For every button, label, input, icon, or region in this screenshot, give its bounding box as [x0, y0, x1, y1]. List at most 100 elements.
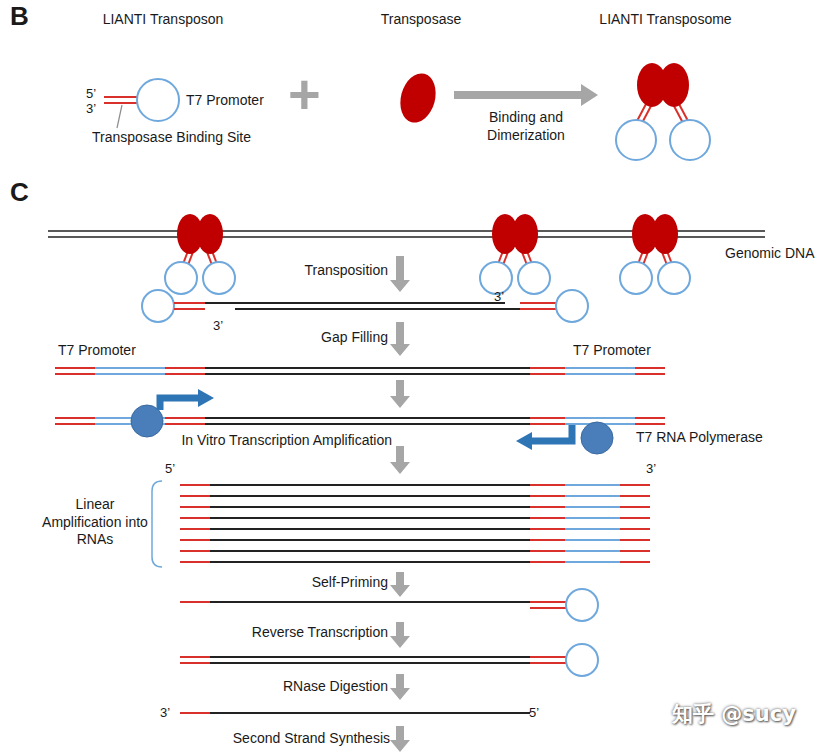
- transposase-drawing: [395, 69, 441, 126]
- rna-copies: [180, 507, 650, 508]
- plus-sign: +: [288, 66, 321, 122]
- node-heading: LIANTI Transposon: [103, 10, 224, 28]
- step-arrows: [390, 256, 410, 292]
- connector-label: Binding and Dimerization: [476, 108, 576, 144]
- cdna-strand: [180, 712, 210, 714]
- rna-copies: [180, 496, 650, 497]
- rna-copies: [180, 485, 650, 562]
- transposome-symbol: [480, 214, 550, 294]
- transposed-fragment: [556, 290, 588, 322]
- strand-end: 3’: [494, 289, 504, 305]
- rt-duplex: [180, 662, 210, 664]
- part-label: T7 Promoter: [186, 92, 264, 110]
- self-primed-rna: [210, 601, 530, 603]
- step-label: Second Strand Synthesis: [233, 730, 390, 748]
- strand-end: 3’: [160, 705, 170, 721]
- arrow-head: [581, 84, 598, 106]
- self-primed-rna: [180, 589, 598, 621]
- step-arrows: [390, 446, 410, 474]
- step-arrows: [390, 674, 410, 700]
- step-label: Self-Priming: [312, 574, 388, 592]
- rt-duplex: [180, 644, 598, 676]
- part-label: T7 Promoter: [573, 342, 651, 360]
- t7-rna-polymerase: [131, 389, 613, 454]
- panel-letter: C: [10, 176, 29, 209]
- part-label: Genomic DNA: [725, 245, 814, 263]
- step-arrows: [390, 380, 410, 408]
- transposed-fragment: [174, 308, 205, 310]
- step-arrows: [390, 322, 410, 356]
- panel-letter: B: [10, 0, 29, 33]
- transposon-drawing: [137, 79, 179, 121]
- t7-rna-polymerase: [530, 425, 572, 441]
- part-label: Transposase Binding Site: [92, 129, 251, 147]
- rt-duplex: [210, 656, 530, 658]
- rna-copies: [180, 551, 650, 552]
- transposed-fragment: [235, 308, 520, 310]
- transposome-symbol: [620, 214, 690, 294]
- connector-shaft: [454, 91, 581, 99]
- rt-duplex: [566, 644, 598, 676]
- strand-end: 3’: [86, 101, 96, 117]
- transposome-drawing: [670, 120, 710, 160]
- transposome-drawing: [659, 63, 689, 107]
- transposed-fragment: [520, 308, 556, 310]
- bracket: [152, 481, 162, 567]
- rt-duplex: [530, 656, 566, 658]
- cdna-strand: [210, 712, 530, 714]
- transposed-fragment: [174, 302, 205, 304]
- strand-end: 3’: [646, 461, 656, 477]
- transposed-fragment: [142, 290, 588, 322]
- self-primed-rna: [530, 601, 566, 603]
- bracket-label: Linear Amplification into RNAs: [39, 496, 151, 549]
- transposed-fragment: [520, 302, 556, 304]
- strand-end: 3’: [213, 318, 223, 334]
- transposon-drawing: [104, 96, 138, 98]
- self-primed-rna: [530, 607, 566, 609]
- transposed-fragment: [205, 302, 505, 304]
- illustration-node: LIANTI Transposome: [598, 10, 733, 160]
- illustration-node: LIANTI Transposon: [88, 10, 238, 135]
- transposon-drawing: [104, 79, 179, 128]
- gap-filled-dna: [55, 368, 665, 374]
- t7-rna-polymerase: [581, 422, 613, 454]
- step-arrows: [390, 572, 410, 597]
- cdna-strand: [180, 712, 530, 714]
- strand-end: 5’: [529, 705, 539, 721]
- strand-end: 5’: [86, 86, 96, 102]
- step-label: RNase Digestion: [283, 678, 388, 696]
- rt-duplex: [530, 662, 566, 664]
- transposon-drawing: [104, 102, 138, 104]
- rt-duplex: [180, 656, 210, 658]
- transposome-drawing: [637, 104, 688, 123]
- rna-copies: [180, 540, 650, 541]
- step-arrows: [390, 726, 410, 752]
- part-label: T7 RNA Polymerase: [636, 429, 763, 447]
- step-label: In Vitro Transcription Amplification: [181, 432, 392, 450]
- watermark: 知乎 @sucy: [672, 701, 796, 727]
- step-arrows: [390, 256, 410, 752]
- rna-copies: [180, 562, 650, 563]
- transposase-drawing: [395, 69, 441, 126]
- transposon-drawing: [117, 105, 122, 128]
- illustration-node: Transposase: [388, 10, 454, 125]
- rna-copies: [180, 529, 650, 530]
- t7-rna-polymerase: [198, 389, 214, 407]
- step-label: Gap Filling: [321, 329, 388, 347]
- step-label: Transposition: [304, 262, 388, 280]
- step-arrows: [390, 622, 410, 648]
- transposed-fragment: [142, 290, 174, 322]
- transposome-drawing: [616, 63, 710, 160]
- self-primed-rna: [180, 601, 210, 603]
- self-primed-rna: [566, 589, 598, 621]
- rna-copies: [180, 518, 650, 519]
- strand-end: 5’: [165, 461, 175, 477]
- step-label: Reverse Transcription: [252, 624, 388, 642]
- node-heading: LIANTI Transposome: [599, 10, 731, 28]
- rna-copies: [180, 485, 650, 486]
- connector-arrow: [454, 84, 598, 106]
- transposome-drawing: [616, 120, 656, 160]
